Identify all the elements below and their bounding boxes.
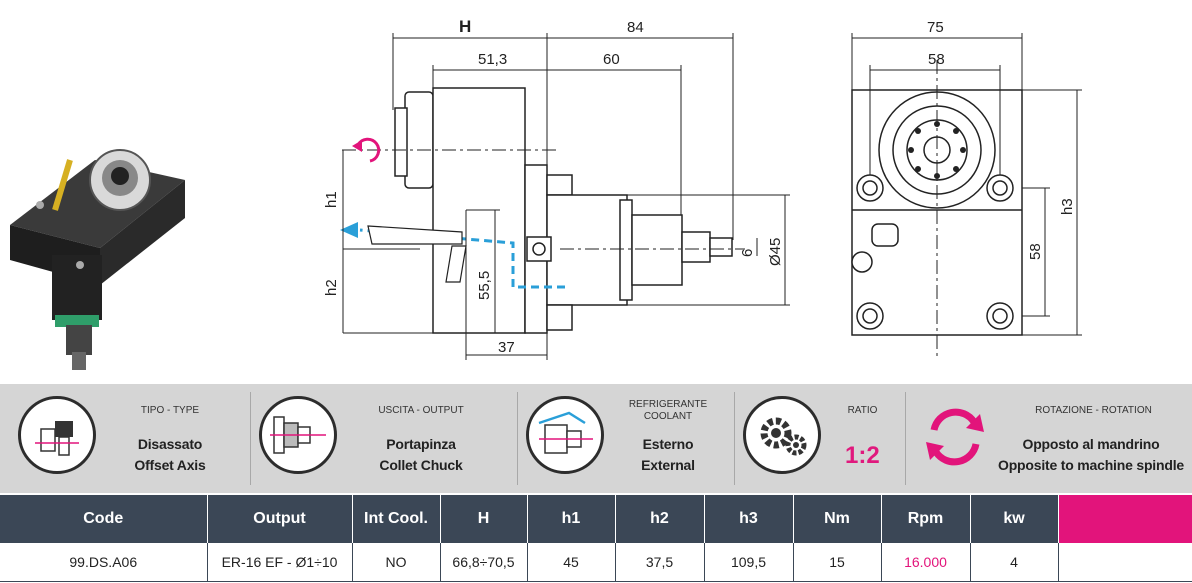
- divider: [734, 392, 735, 485]
- cell-nm: 15: [793, 543, 882, 582]
- cell-h2: 37,5: [615, 543, 705, 582]
- cell-H: 66,8÷70,5: [440, 543, 528, 582]
- header-accent: [1058, 495, 1192, 543]
- dim-6: 6: [739, 249, 756, 257]
- spec-rotation-value-it: Opposto al mandrino: [1022, 436, 1160, 452]
- product-render: [10, 149, 185, 370]
- spec-ratio-caption: RATIO: [847, 405, 878, 416]
- header-code: Code: [0, 495, 208, 543]
- cell-accent: [1058, 543, 1192, 582]
- dim-h3: h3: [1059, 198, 1076, 215]
- spec-type-caption: TIPO - TYPE: [140, 405, 200, 416]
- spec-output-caption: USCITA - OUTPUT: [378, 405, 464, 416]
- header-kw: kw: [970, 495, 1059, 543]
- spec-coolant-caption: REFRIGERANTE COOLANT: [628, 399, 708, 422]
- dim-phi45: Ø45: [767, 238, 784, 266]
- offset-axis-icon: [18, 396, 96, 474]
- cell-h1: 45: [527, 543, 616, 582]
- divider: [905, 392, 906, 485]
- cell-kw: 4: [970, 543, 1059, 582]
- dim-75: 75: [927, 19, 944, 36]
- header-output: Output: [207, 495, 353, 543]
- dim-51-3: 51,3: [478, 51, 507, 68]
- dim-h2: h2: [323, 279, 340, 296]
- dim-58-top: 58: [928, 51, 945, 68]
- spec-output-value-en: Collet Chuck: [379, 457, 463, 473]
- cell-h3: 109,5: [704, 543, 794, 582]
- dim-H: H: [459, 17, 471, 36]
- cell-output: ER-16 EF - Ø1÷10: [207, 543, 353, 582]
- external-coolant-icon: [526, 396, 604, 474]
- spec-rotation: ROTAZIONE - ROTATION Opposto al mandrino…: [906, 384, 1192, 493]
- spec-type: TIPO - TYPE Disassato Offset Axis: [0, 384, 250, 493]
- gears-icon: [743, 396, 821, 474]
- spec-coolant-value-en: External: [641, 457, 695, 473]
- product-table: Code Output Int Cool. H h1 h2 h3 Nm Rpm …: [0, 495, 1192, 582]
- table-row: 99.DS.A06 ER-16 EF - Ø1÷10 NO 66,8÷70,5 …: [0, 543, 1192, 582]
- spec-coolant: REFRIGERANTE COOLANT Esterno External: [518, 384, 734, 493]
- coolant-arrow-icon: [340, 222, 358, 238]
- collet-chuck-icon: [259, 396, 337, 474]
- header-nm: Nm: [793, 495, 882, 543]
- spec-coolant-value-it: Esterno: [642, 436, 694, 452]
- dim-58-side: 58: [1027, 243, 1044, 260]
- cell-code: 99.DS.A06: [0, 543, 208, 582]
- header-rpm: Rpm: [881, 495, 971, 543]
- spec-rotation-caption: ROTAZIONE - ROTATION: [1035, 405, 1152, 416]
- spec-type-value-it: Disassato: [137, 436, 203, 452]
- header-H: H: [440, 495, 528, 543]
- spec-ratio: RATIO 1:2: [735, 384, 905, 493]
- technical-drawing: H 84 51,3 60 h1 h2 55,5 37 6 Ø45: [10, 17, 1082, 370]
- divider: [250, 392, 251, 485]
- dim-60: 60: [603, 51, 620, 68]
- header-int-cool: Int Cool.: [352, 495, 441, 543]
- header-h2: h2: [615, 495, 705, 543]
- spec-output: USCITA - OUTPUT Portapinza Collet Chuck: [251, 384, 517, 493]
- cell-int-cool: NO: [352, 543, 441, 582]
- header-h3: h3: [704, 495, 794, 543]
- header-h1: h1: [527, 495, 616, 543]
- dim-37: 37: [498, 339, 515, 356]
- spec-bar: TIPO - TYPE Disassato Offset Axis USCITA…: [0, 384, 1192, 493]
- rotation-small-icon: [352, 137, 381, 163]
- spec-rotation-value-en: Opposite to machine spindle: [998, 457, 1184, 473]
- dim-84: 84: [627, 19, 644, 36]
- spec-output-value-it: Portapinza: [386, 436, 456, 452]
- dim-55-5: 55,5: [476, 271, 493, 300]
- spec-ratio-value: 1:2: [845, 442, 880, 469]
- table-header-row: Code Output Int Cool. H h1 h2 h3 Nm Rpm …: [0, 495, 1192, 543]
- spec-type-value-en: Offset Axis: [134, 457, 206, 473]
- cell-rpm: 16.000: [881, 543, 971, 582]
- dim-h1: h1: [323, 191, 340, 208]
- divider: [517, 392, 518, 485]
- rotation-arrows-icon: [918, 400, 992, 474]
